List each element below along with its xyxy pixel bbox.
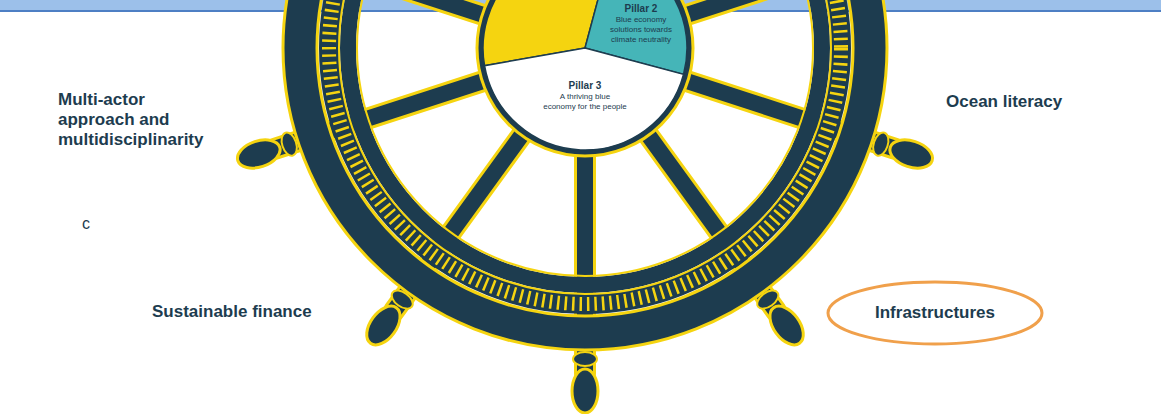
principle-label: Sustainable finance	[152, 302, 352, 322]
wheel	[234, 0, 936, 413]
node-heading: Pillar 2	[600, 3, 682, 15]
pillar-slice-text: Pillar 2Blue economy solutions towards c…	[600, 3, 682, 45]
spokes	[234, 0, 936, 413]
highlighted-label: Infrastructures	[826, 280, 1044, 346]
node-heading: Infrastructures	[875, 303, 995, 323]
principle-label: Ocean literacy	[946, 92, 1136, 112]
hub	[477, 0, 693, 156]
cut-text-fragment: c	[82, 214, 102, 234]
node-body: Blue economy solutions towards climate n…	[600, 15, 682, 45]
principle-label: Multi-actor approach and multidisciplina…	[58, 90, 226, 150]
node-heading: Pillar 3	[543, 80, 627, 92]
pillar-slice-text: Pillar 3A thriving blue economy for the …	[543, 80, 627, 112]
pillar-3-slice	[485, 48, 684, 150]
wheel-rings	[283, 0, 887, 350]
node-body: A thriving blue economy for the people	[543, 92, 627, 112]
